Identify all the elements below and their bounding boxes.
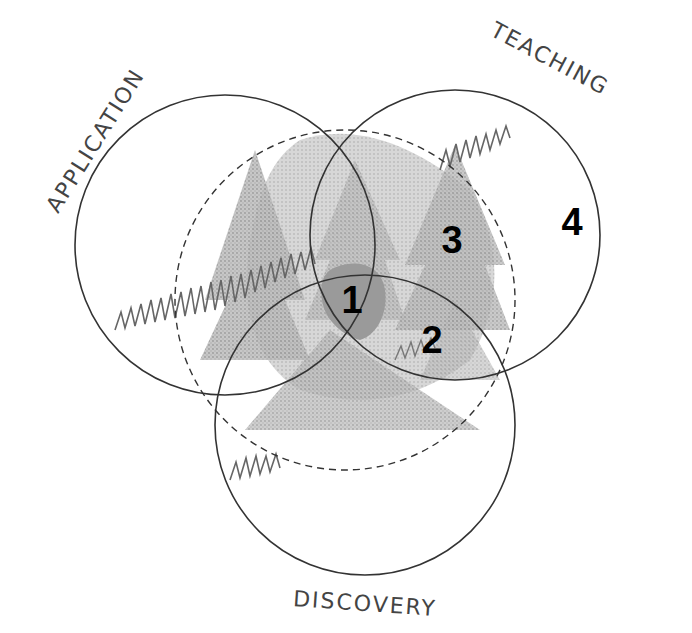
circle-title: APPLICATION bbox=[41, 64, 149, 217]
callout-number: 2 bbox=[421, 319, 442, 362]
callout-number: 3 bbox=[441, 219, 462, 262]
circle-title: DISCOVERY bbox=[292, 586, 437, 621]
callout-number: 1 bbox=[341, 279, 362, 322]
circle-title: TEACHING bbox=[487, 16, 613, 99]
callout-number: 4 bbox=[561, 201, 582, 244]
